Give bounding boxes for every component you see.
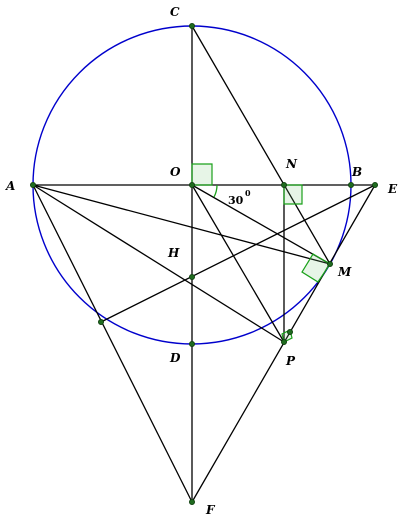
right-angle-n bbox=[283, 184, 303, 205]
segment-e-lower bbox=[100, 184, 376, 323]
point-b bbox=[347, 181, 354, 188]
label-d: D bbox=[169, 351, 181, 365]
angle-degree-mark: 0 bbox=[245, 188, 251, 198]
point-p bbox=[280, 338, 287, 345]
angle-label-30: 30 bbox=[228, 194, 244, 207]
label-e: E bbox=[387, 182, 398, 196]
segment-op bbox=[191, 184, 285, 343]
label-f: F bbox=[205, 503, 216, 517]
label-h: H bbox=[167, 246, 180, 260]
segment-om bbox=[191, 184, 331, 265]
label-m: M bbox=[337, 265, 352, 279]
segment-af bbox=[32, 184, 193, 503]
segment-am bbox=[32, 184, 331, 265]
label-n: N bbox=[285, 157, 298, 171]
segment-ap bbox=[32, 184, 285, 343]
segment-cm bbox=[191, 25, 331, 265]
point-c bbox=[188, 22, 195, 29]
point-labels: C O N B E A H M D P F bbox=[5, 5, 398, 517]
point-f bbox=[188, 498, 195, 505]
point-a bbox=[29, 181, 36, 188]
label-c: C bbox=[170, 5, 180, 19]
point-n bbox=[280, 181, 287, 188]
point-d bbox=[188, 340, 195, 347]
label-b: B bbox=[351, 165, 362, 179]
point-e bbox=[371, 181, 378, 188]
point-o bbox=[188, 181, 195, 188]
right-angle-m bbox=[301, 253, 331, 283]
right-angle-markers bbox=[191, 163, 331, 343]
segments bbox=[32, 25, 376, 503]
label-o: O bbox=[170, 165, 181, 179]
point-markers bbox=[29, 22, 378, 505]
label-a: A bbox=[5, 179, 15, 193]
right-angle-o bbox=[191, 163, 213, 186]
label-p: P bbox=[285, 354, 296, 368]
point-m bbox=[326, 260, 333, 267]
point-h bbox=[188, 273, 195, 280]
angle-arc-30 bbox=[213, 184, 218, 198]
point-lower-right bbox=[286, 328, 293, 335]
point-lower-left bbox=[98, 318, 105, 325]
